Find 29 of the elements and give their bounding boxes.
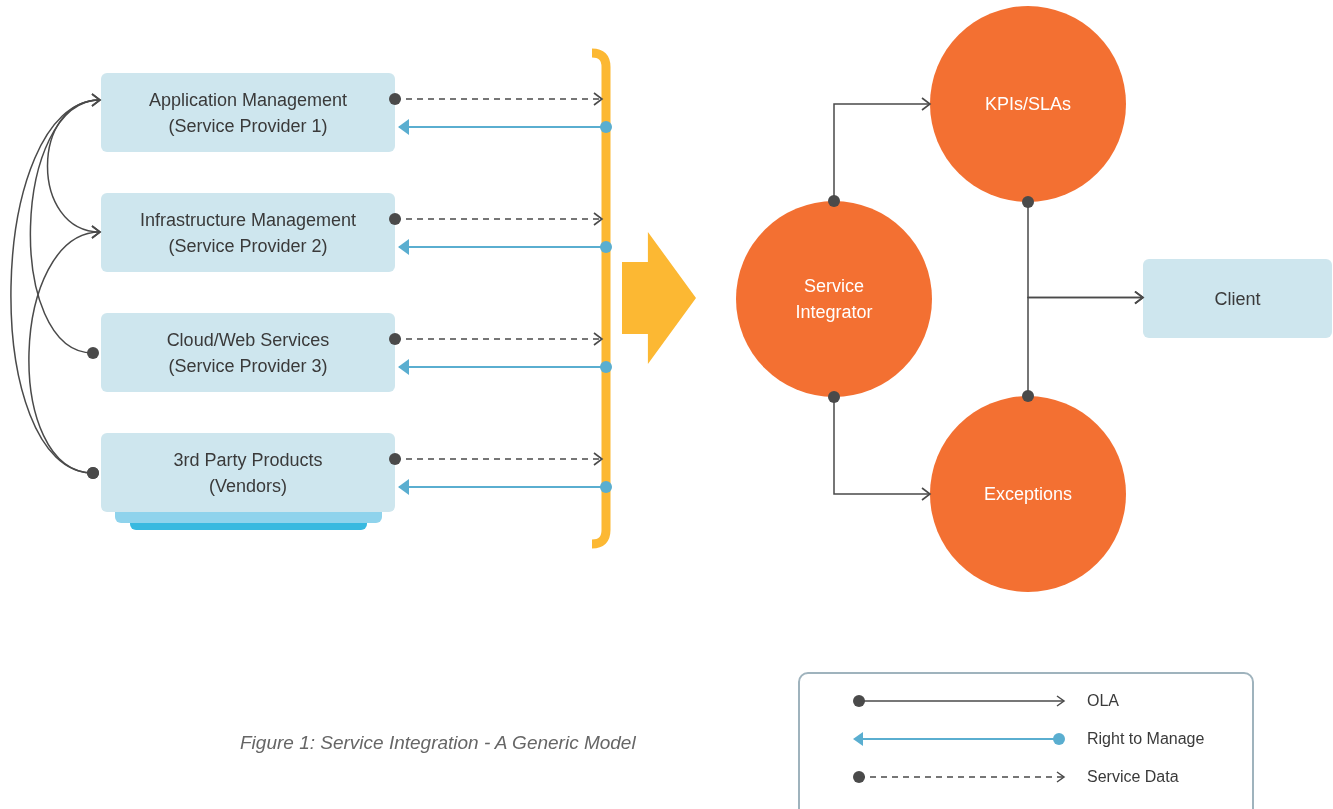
arrow [398, 119, 612, 135]
arrow [1022, 290, 1144, 402]
arrow [398, 239, 612, 255]
node-text: (Service Provider 2) [168, 234, 328, 258]
arrow [389, 332, 603, 346]
arrow [389, 92, 603, 106]
node-text: Exceptions [983, 483, 1073, 506]
node-text: Infrastructure Management [139, 208, 357, 232]
arrow [398, 359, 612, 375]
legend-text: Service Data [1087, 767, 1179, 787]
arrow [46, 99, 101, 238]
arrow [828, 391, 931, 501]
arrow [398, 479, 612, 495]
node-text: Cloud/Web Services [166, 328, 330, 352]
node-text: (Service Provider 1) [168, 114, 328, 138]
legend-text: OLA [1087, 691, 1119, 711]
node-text: 3rd Party Products [173, 448, 323, 472]
arrow [828, 97, 931, 207]
arrow [389, 452, 603, 466]
legend-text: Right to Manage [1087, 729, 1205, 749]
node-text: Client [1214, 287, 1261, 311]
node-text: KPIs/SLAs [984, 93, 1071, 116]
node-text: Application Management [148, 88, 348, 112]
node-text: Service Integrator [794, 275, 874, 324]
node-text: (Service Provider 3) [168, 354, 328, 378]
figure-caption: Figure 1: Service Integration - A Generic Model [240, 731, 636, 755]
node-text: (Vendors) [208, 474, 287, 498]
block-arrow [622, 232, 696, 364]
arrow [389, 212, 603, 226]
